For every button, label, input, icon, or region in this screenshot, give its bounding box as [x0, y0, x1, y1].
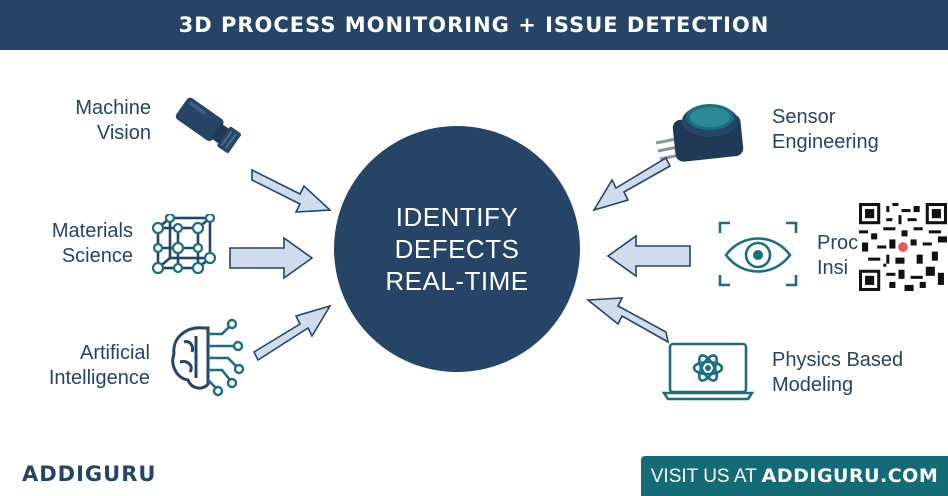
sensor-chip-icon: [655, 104, 744, 162]
arrow-process-insights: [606, 234, 691, 278]
center-line-1: IDENTIFY: [395, 202, 519, 232]
brand-logo: ADDIGURU: [22, 462, 157, 486]
center-line-3: REAL-TIME: [385, 266, 529, 296]
eye-scan-icon: [718, 221, 798, 287]
cta-prefix: VISIT US AT: [650, 465, 762, 487]
qr-code-icon: [858, 203, 948, 291]
arrow-artificial-intelligence: [252, 304, 332, 362]
header-banner: 3D PROCESS MONITORING + ISSUE DETECTION: [0, 0, 948, 50]
center-line-2: DEFECTS: [394, 234, 520, 264]
lattice-icon: [152, 214, 216, 275]
center-circle: IDENTIFY DEFECTS REAL-TIME: [334, 126, 580, 372]
laptop-atom-icon: [662, 342, 754, 401]
cta-site[interactable]: ADDIGURU.COM: [761, 464, 939, 487]
arrow-sensor-engineering: [592, 156, 672, 212]
visit-website-banner[interactable]: VISIT US AT ADDIGURU.COM: [641, 456, 948, 496]
page-title: 3D PROCESS MONITORING + ISSUE DETECTION: [178, 13, 770, 37]
arrow-physics-based-modeling: [585, 297, 670, 344]
camera-icon: [175, 97, 242, 154]
arrow-machine-vision: [251, 168, 332, 213]
arrow-materials-science: [229, 236, 314, 280]
brain-circuit-icon: [171, 318, 245, 397]
